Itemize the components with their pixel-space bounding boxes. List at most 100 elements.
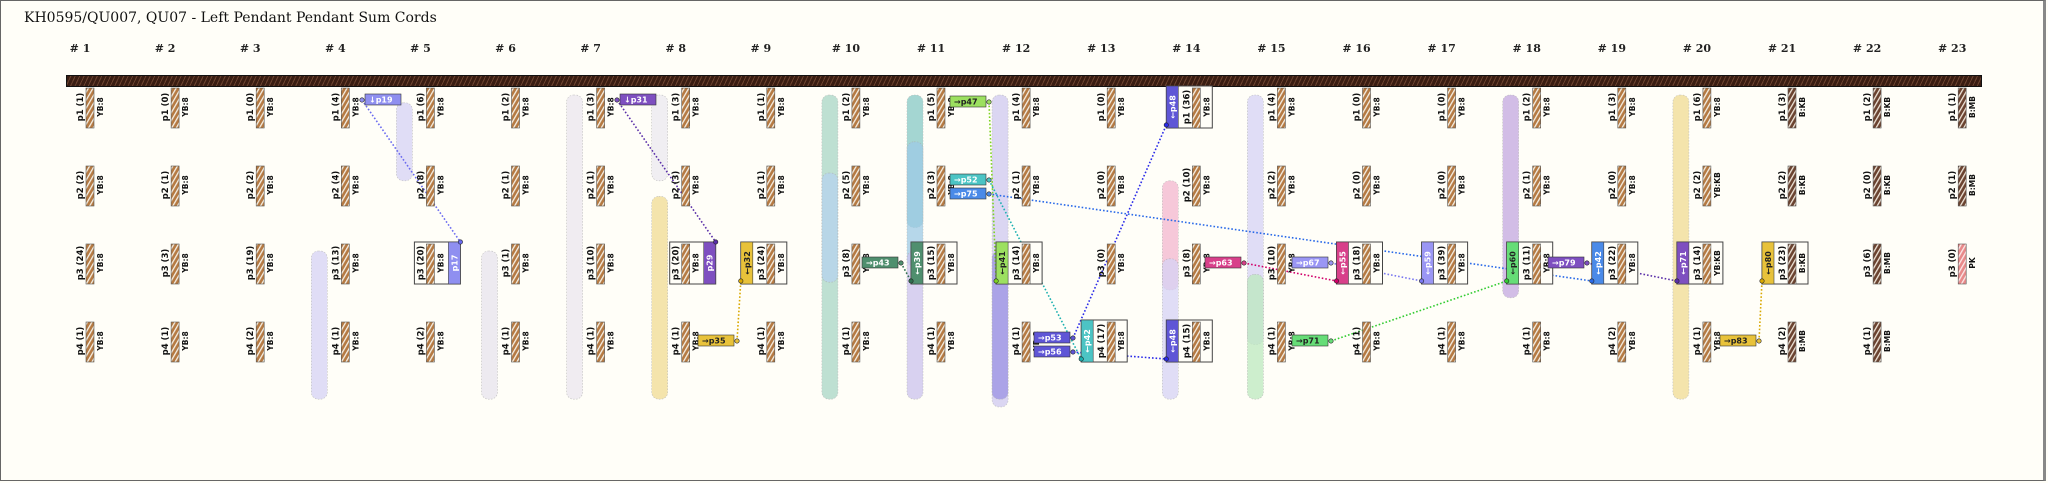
pendant-cord[interactable]: p3 (10)YB:8 <box>587 243 616 285</box>
pendant-cord[interactable]: p2 (10)YB:8 <box>1182 165 1211 207</box>
pendant-cord[interactable]: p1 (1)B:MB <box>1948 87 1977 129</box>
pendant-cord[interactable]: p4 (1)YB:8 <box>587 321 616 363</box>
sum-box[interactable]: ←p32 <box>740 241 788 285</box>
pendant-cord[interactable]: p4 (1)YB:8 <box>161 321 190 363</box>
pendant-cord[interactable]: p1 (0)YB:8 <box>1353 87 1382 129</box>
pendant-cord[interactable]: p4 (17)YB:8 <box>1097 321 1126 363</box>
sum-box[interactable]: ←p48 <box>1165 319 1213 363</box>
source-tag[interactable]: →p53 <box>1033 331 1071 344</box>
pendant-cord[interactable]: p4 (1)YB:8 <box>1353 321 1382 363</box>
pendant-cord[interactable]: p4 (2)YB:8 <box>1608 321 1637 363</box>
sum-box[interactable]: p17 <box>413 241 461 285</box>
pendant-cord[interactable]: p1 (6)YB:8 <box>1693 87 1722 129</box>
pendant-cord[interactable]: p2 (2)YB:8 <box>76 165 105 207</box>
pendant-cord[interactable]: p3 (24)YB:8 <box>757 243 786 285</box>
pendant-cord[interactable]: p2 (0)YB:8 <box>1438 165 1467 207</box>
source-tag[interactable]: →p75 <box>949 187 987 200</box>
pendant-cord[interactable]: p2 (3)YB:8 <box>672 165 701 207</box>
pendant-cord[interactable]: p4 (1)YB:8 <box>757 321 786 363</box>
pendant-cord[interactable]: p1 (0)YB:8 <box>1438 87 1467 129</box>
pendant-cord[interactable]: p2 (5)YB:8 <box>842 165 871 207</box>
source-tag[interactable]: →p35 <box>697 334 735 347</box>
source-tag[interactable]: →p47 <box>949 95 987 108</box>
pendant-cord[interactable]: p1 (6)YB:8 <box>416 87 445 129</box>
pendant-cord[interactable]: p1 (2)YB:8 <box>842 87 871 129</box>
pendant-cord[interactable]: p1 (4)YB:8 <box>1012 87 1041 129</box>
pendant-cord[interactable]: p1 (3)YB:8 <box>672 87 701 129</box>
pendant-cord[interactable]: p2 (3)YB:8 <box>927 165 956 207</box>
pendant-cord[interactable]: p4 (2)YB:8 <box>246 321 275 363</box>
sum-box[interactable]: p29 <box>669 241 717 285</box>
sum-box[interactable]: ←p55 <box>1336 241 1383 285</box>
pendant-cord[interactable]: p3 (23)B:KB <box>1778 243 1807 285</box>
pendant-cord[interactable]: p2 (1)YB:8 <box>587 165 616 207</box>
pendant-cord[interactable]: p2 (2)YB:8 <box>1267 165 1296 207</box>
pendant-cord[interactable]: p3 (39)YB:8 <box>1438 243 1467 285</box>
pendant-cord[interactable]: p1 (1)YB:8 <box>76 87 105 129</box>
pendant-cord[interactable]: p3 (18)YB:8 <box>1353 243 1382 285</box>
pendant-cord[interactable]: p2 (1)B:MB <box>1948 165 1977 207</box>
source-tag[interactable]: →p67 <box>1291 256 1329 269</box>
pendant-cord[interactable]: p2 (1)YB:8 <box>161 165 190 207</box>
sum-box[interactable]: ←p39 <box>910 241 958 285</box>
pendant-cord[interactable]: p1 (4)YB:8 <box>1267 87 1296 129</box>
sum-box[interactable]: ←p42 <box>1080 319 1128 363</box>
pendant-cord[interactable]: p3 (6)B:MB <box>1863 243 1892 285</box>
pendant-cord[interactable]: p4 (2)YB:8 <box>416 321 445 363</box>
pendant-cord[interactable]: p3 (24)YB:8 <box>76 243 105 285</box>
pendant-cord[interactable]: p2 (1)YB:8 <box>1523 165 1552 207</box>
pendant-cord[interactable]: p4 (1)YB:8 <box>842 321 871 363</box>
pendant-cord[interactable]: p4 (2)B:MB <box>1778 321 1807 363</box>
pendant-cord[interactable]: p2 (0)YB:8 <box>1097 165 1126 207</box>
pendant-cord[interactable]: p1 (36)YB:8 <box>1182 87 1211 129</box>
pendant-cord[interactable]: p4 (1)B:MB <box>1863 321 1892 363</box>
pendant-cord[interactable]: p3 (20)YB:8 <box>416 243 445 285</box>
pendant-cord[interactable]: p1 (2)B:KB <box>1863 87 1892 129</box>
pendant-cord[interactable]: p3 (22)YB:8 <box>1608 243 1637 285</box>
pendant-cord[interactable]: p2 (8)YB:8 <box>416 165 445 207</box>
sum-box[interactable]: ←p71 <box>1676 241 1724 285</box>
pendant-cord[interactable]: p4 (1)YB:8 <box>1438 321 1467 363</box>
pendant-cord[interactable]: p1 (4)YB:8 <box>331 87 360 129</box>
pendant-cord[interactable]: p3 (15)YB:8 <box>927 243 956 285</box>
source-tag[interactable]: →p83 <box>1719 334 1757 347</box>
sum-box[interactable]: ←p80 <box>1761 241 1809 285</box>
source-tag[interactable]: →p56 <box>1033 345 1071 358</box>
pendant-cord[interactable]: p2 (4)YB:8 <box>331 165 360 207</box>
pendant-cord[interactable]: p1 (0)YB:8 <box>161 87 190 129</box>
pendant-cord[interactable]: p2 (2)YB:8 <box>246 165 275 207</box>
pendant-cord[interactable]: p2 (1)YB:8 <box>1012 165 1041 207</box>
sum-box[interactable]: ←p48 <box>1165 85 1213 129</box>
pendant-cord[interactable]: p3 (0)PK <box>1948 243 1977 285</box>
pendant-cord[interactable]: p2 (2)YB:KB <box>1693 165 1722 207</box>
pendant-cord[interactable]: p4 (1)YB:8 <box>1693 321 1722 363</box>
pendant-cord[interactable]: p3 (0)YB:8 <box>1097 243 1126 285</box>
source-tag[interactable]: →p63 <box>1204 256 1242 269</box>
pendant-cord[interactable]: p3 (14)YB:8 <box>1012 243 1041 285</box>
pendant-cord[interactable]: p3 (20)YB:8 <box>672 243 701 285</box>
pendant-cord[interactable]: p1 (2)YB:8 <box>502 87 531 129</box>
pendant-cord[interactable]: p1 (5)YB:8 <box>927 87 956 129</box>
pendant-cord[interactable]: p4 (1)YB:8 <box>672 321 701 363</box>
pendant-cord[interactable]: p3 (3)YB:8 <box>161 243 190 285</box>
source-tag[interactable]: →p43 <box>861 256 899 269</box>
sum-box[interactable]: ←p59 <box>1421 241 1469 285</box>
pendant-cord[interactable]: p2 (1)YB:8 <box>502 165 531 207</box>
sum-box[interactable]: ←p41 <box>995 241 1043 285</box>
pendant-cord[interactable]: p1 (0)YB:8 <box>1097 87 1126 129</box>
sum-box[interactable]: ←p42 <box>1591 241 1639 285</box>
source-tag[interactable]: →p71 <box>1291 334 1329 347</box>
pendant-cord[interactable]: p4 (1)YB:8 <box>1523 321 1552 363</box>
pendant-cord[interactable]: p2 (1)YB:8 <box>757 165 786 207</box>
sum-box[interactable]: ←p60 <box>1506 241 1554 285</box>
pendant-cord[interactable]: p1 (3)YB:8 <box>1608 87 1637 129</box>
pendant-cord[interactable]: p4 (1)YB:8 <box>331 321 360 363</box>
pendant-cord[interactable]: p3 (14)YB:KB <box>1693 243 1722 285</box>
source-tag[interactable]: ↓p31 <box>619 93 657 106</box>
pendant-cord[interactable]: p4 (1)YB:8 <box>927 321 956 363</box>
pendant-cord[interactable]: p1 (0)YB:8 <box>246 87 275 129</box>
pendant-cord[interactable]: p4 (1)YB:8 <box>502 321 531 363</box>
pendant-cord[interactable]: p2 (2)B:KB <box>1778 165 1807 207</box>
pendant-cord[interactable]: p2 (0)YB:8 <box>1353 165 1382 207</box>
pendant-cord[interactable]: p3 (1)YB:8 <box>502 243 531 285</box>
